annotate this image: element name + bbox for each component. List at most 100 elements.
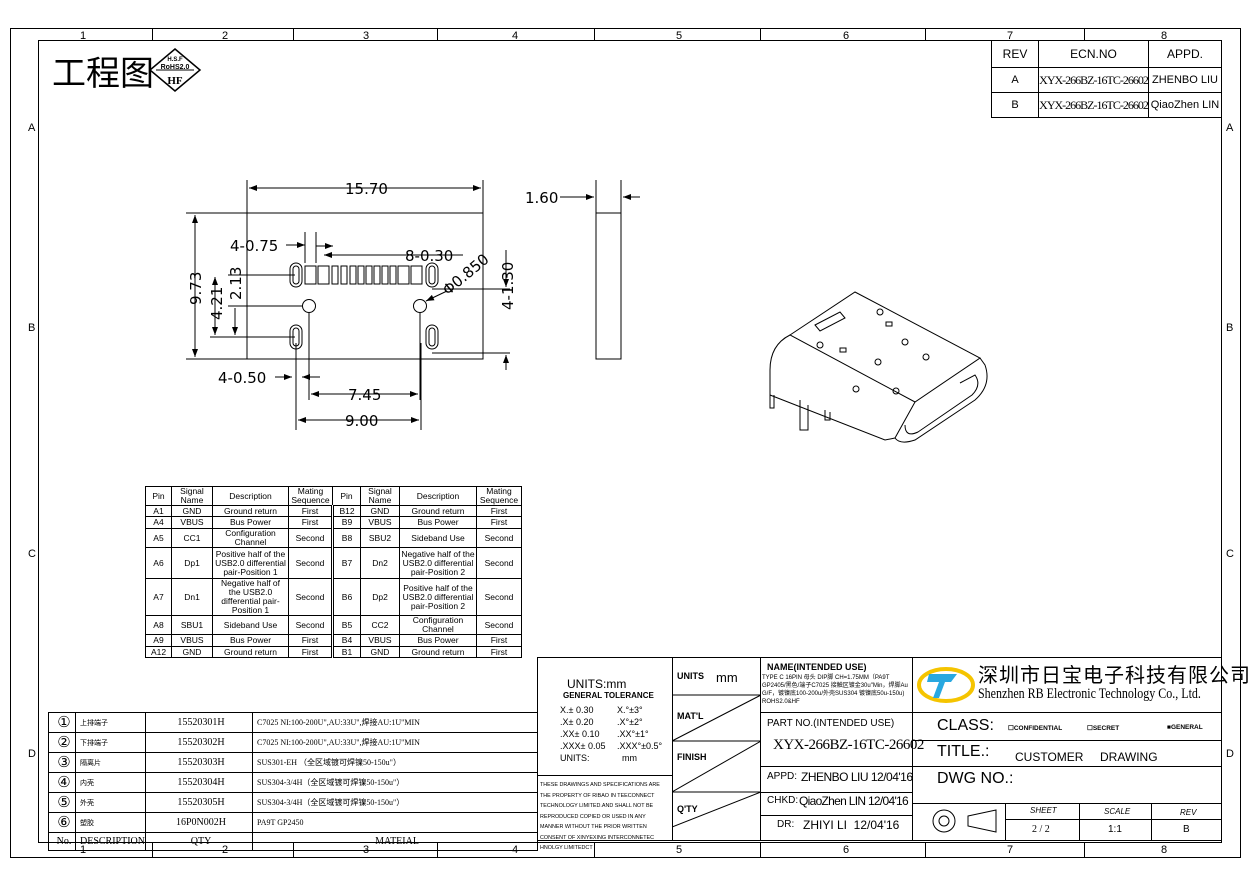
class-secret: ☐SECRET (1087, 725, 1120, 732)
pin-table-cell: First (476, 516, 522, 529)
pin-table-cell: A1 (145, 505, 172, 517)
zone-row-label: D (1226, 748, 1234, 760)
tolerance-linear: .X± 0.20 (560, 717, 594, 727)
company-name-en: Shenzhen RB Electronic Technology Co., L… (978, 686, 1201, 702)
pin-table-cell: A4 (145, 516, 172, 529)
pin-table-cell: Second (476, 547, 522, 579)
pin-table-cell: GND (360, 646, 400, 658)
connector-3d-view (769, 291, 988, 443)
item-number: ① (48, 712, 76, 733)
pin-table-cell: Bus Power (212, 516, 289, 529)
ecn-cell: XYX-266BZ-16TC-26602 (1038, 92, 1149, 118)
zone-col-label: 5 (676, 30, 683, 42)
dr-value: ZHIYI LI 12/04'16 (803, 818, 900, 832)
class-box (912, 712, 1222, 741)
pin-table-cell: First (476, 634, 522, 647)
disclaimer: THESE DRAWINGS AND SPECIFICATIONS ARE TH… (540, 782, 660, 851)
name-label: NAME(INTENDED USE) (767, 662, 867, 672)
zone-col-label: 8 (1161, 30, 1168, 42)
name-value: TYPE C 16PIN 母头 DIP脚 CH=1.75MM（PA9T GP24… (762, 675, 908, 705)
zone-row-label: C (1226, 548, 1234, 560)
tolerance-linear: .XXX± 0.05 (560, 741, 606, 751)
pin-table-cell: B6 (332, 578, 361, 616)
pin-table-cell: SBU2 (360, 528, 400, 548)
ecn-cell: XYX-266BZ-16TC-26602 (1038, 67, 1149, 93)
pin-table-cell: B8 (332, 528, 361, 548)
tolerance-linear: X.± 0.30 (560, 705, 594, 715)
units-label: UNITS (677, 671, 704, 681)
units-title: UNITS:mm (567, 677, 627, 691)
item-material: C7025 NI:100-200U",AU:33U",焊接AU:1U"MIN (252, 712, 538, 733)
tolerance-angular: .X°±2° (617, 717, 643, 727)
pin-table-cell: VBUS (360, 634, 400, 647)
dim-width: 15.70 (345, 180, 388, 198)
pin-table-cell: A12 (145, 646, 172, 658)
item-number: ⑤ (48, 792, 76, 813)
badge-top: H.S.F (167, 57, 183, 63)
item-part-number: 15520301H (145, 712, 254, 733)
pin-table-cell: Dn1 (171, 578, 213, 616)
pin-table-header: Signal Name (171, 486, 213, 506)
item-material: SUS304-3/4H（全区域镀可焊镍50-150u"） (252, 772, 538, 793)
appd-value: ZHENBO LIU 12/04'16 (801, 770, 913, 784)
zone-col-label: 5 (676, 844, 683, 856)
zone-row-label: C (28, 548, 36, 560)
appd-cell: QiaoZhen LIN (1148, 92, 1222, 118)
pin-table-cell: Bus Power (399, 516, 477, 529)
pin-table-cell: A9 (145, 634, 172, 647)
dim-2-13: 2.13 (227, 267, 245, 300)
pin-table-header: Pin (145, 486, 172, 506)
badge-middle: RoHS2.0 (161, 64, 190, 71)
pin-table-cell: A8 (145, 615, 172, 635)
pin-table-cell: GND (360, 505, 400, 517)
pin-table-cell: Dn2 (360, 547, 400, 579)
item-description: 塑胶 (74, 812, 147, 833)
pin-table-cell: Second (476, 528, 522, 548)
dr-label: DR: (777, 819, 795, 830)
scale-value: 1:1 (1108, 824, 1122, 835)
rev-cell: A (991, 67, 1039, 93)
pin-table-cell: Ground return (399, 505, 477, 517)
pin-table-cell: Ground return (399, 646, 477, 658)
item-material: PA9T GP2450 (252, 812, 538, 833)
tolerance-angular: X.°±3° (617, 705, 643, 715)
pin-table-cell: Configuration Channel (399, 615, 477, 635)
pin-table-cell: VBUS (171, 516, 213, 529)
item-material: SUS304-3/4H（全区域镀可焊镍50-150u"） (252, 792, 538, 813)
pin-table-cell: Second (288, 528, 334, 548)
drawing-title: 工程图 (52, 56, 154, 93)
pin-table-cell: CC2 (360, 615, 400, 635)
pin-table-cell: B1 (332, 646, 361, 658)
item-part-number: 15520303H (145, 752, 254, 773)
pin-table-cell: Positive half of the USB2.0 differential… (212, 547, 289, 579)
sheet-label: SHEET (1030, 806, 1057, 815)
title-value-drawing: DRAWING (1100, 750, 1158, 764)
dim-4-21: 4.21 (208, 287, 226, 320)
company-name-cn: 深圳市日宝电子科技有限公司 (978, 665, 1251, 687)
pin-table-cell: Bus Power (399, 634, 477, 647)
zone-col-label: 7 (1007, 30, 1014, 42)
dim-height: 9.73 (187, 272, 205, 305)
matl-label: MAT'L (677, 711, 704, 721)
dim-pad-width: 4-0.75 (230, 237, 278, 255)
inner-frame (38, 40, 1222, 843)
dim-slot-width: 4-0.50 (218, 369, 266, 387)
pin-table-cell: B5 (332, 615, 361, 635)
pin-table-cell: Sideband Use (399, 528, 477, 548)
pin-table-cell: SBU1 (171, 615, 213, 635)
pin-table-cell: First (288, 646, 334, 658)
pin-table-cell: VBUS (360, 516, 400, 529)
dim-slot-pitch: 9.00 (345, 412, 378, 430)
bom-header: QTY (145, 832, 254, 851)
zone-row-label: A (28, 122, 36, 134)
pin-table-cell: VBUS (171, 634, 213, 647)
